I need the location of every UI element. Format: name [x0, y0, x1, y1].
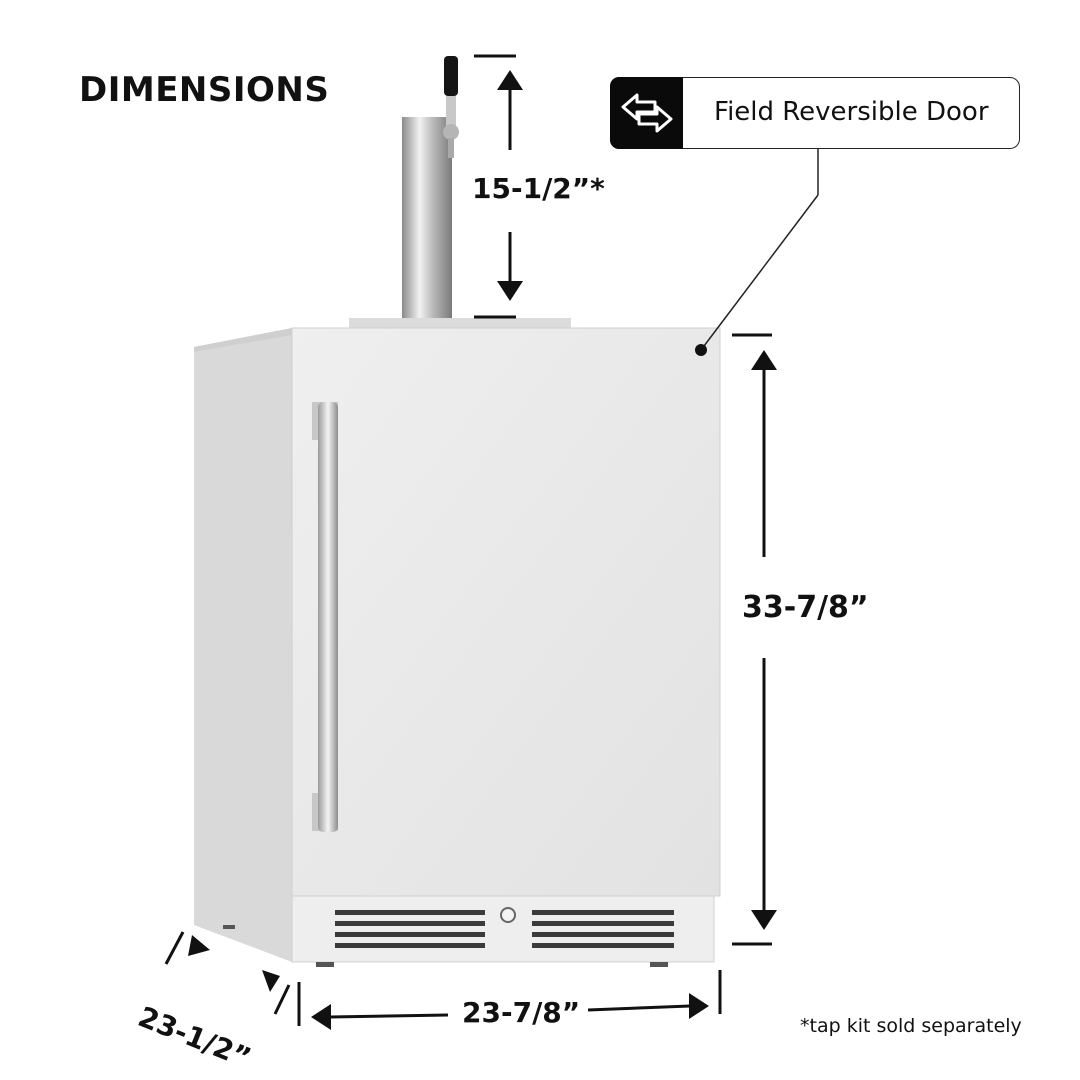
page-title: DIMENSIONS	[79, 70, 330, 110]
swap-arrows-icon	[610, 77, 683, 149]
height-label: 33-7/8”	[742, 590, 869, 625]
tower-height-arrow	[474, 54, 523, 319]
door-handle	[312, 402, 338, 832]
depth-arrow	[164, 931, 291, 1015]
badge-label: Field Reversible Door	[714, 97, 989, 127]
width-arrow	[297, 970, 722, 1030]
footnote: *tap kit sold separately	[800, 1015, 1022, 1037]
height-arrow	[732, 333, 777, 946]
fridge-body	[194, 327, 721, 967]
width-label: 23-7/8”	[462, 996, 581, 1029]
tap-tower	[349, 56, 571, 330]
tower-height-label: 15-1/2”*	[472, 172, 605, 205]
field-reversible-door-badge: Field Reversible Door	[610, 77, 1020, 149]
door-marker-dot	[695, 344, 707, 356]
